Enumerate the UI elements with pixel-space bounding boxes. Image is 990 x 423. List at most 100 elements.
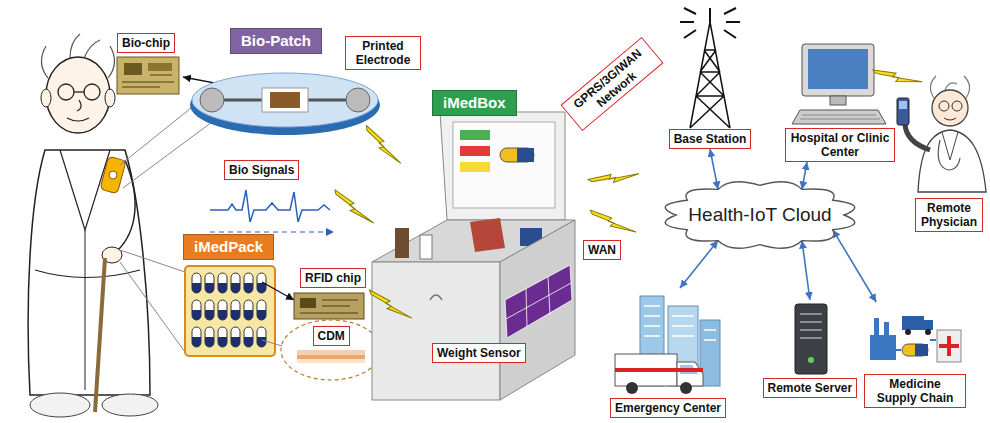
lightning-bolt bbox=[873, 60, 923, 91]
base-station-tower-part bbox=[709, 8, 711, 22]
physician-figure-part bbox=[899, 101, 907, 109]
server-icon-part bbox=[795, 304, 827, 374]
emergency-center-icon-part bbox=[680, 382, 692, 394]
old-man-figure-part bbox=[41, 89, 51, 107]
cdm-callout-part bbox=[297, 355, 365, 359]
pill bbox=[218, 327, 227, 347]
supply-chain-icon-part bbox=[874, 318, 879, 335]
icon-area bbox=[665, 4, 755, 129]
bio-patch-disk-part bbox=[346, 88, 370, 112]
double-arrow bbox=[833, 230, 876, 302]
bio-patch-disk-part bbox=[262, 88, 308, 112]
old-man-figure-part bbox=[123, 122, 212, 188]
old-man-figure-part bbox=[35, 270, 140, 278]
emergency-center-icon-part bbox=[626, 382, 638, 394]
double-arrow bbox=[680, 241, 718, 288]
rfid-chip-image-part bbox=[300, 300, 358, 313]
computer-icon-part bbox=[808, 49, 868, 89]
ecg-wave-part bbox=[326, 228, 334, 236]
callout-box: Weight Sensor bbox=[432, 343, 526, 363]
old-man-figure-part bbox=[120, 250, 185, 272]
pill bbox=[205, 273, 214, 293]
pill bbox=[231, 337, 240, 347]
physician-figure-part bbox=[942, 132, 958, 160]
old-man-figure-part bbox=[60, 150, 110, 230]
supply-chain-icon-part bbox=[884, 322, 889, 335]
pill bbox=[244, 337, 253, 347]
pill bbox=[218, 283, 227, 293]
supply-chain-icon-part bbox=[896, 340, 936, 350]
node-label: Printed Electrode bbox=[350, 39, 416, 67]
old-man-figure-part bbox=[28, 150, 150, 395]
cdm-callout-part bbox=[262, 340, 282, 346]
server-icon bbox=[795, 304, 827, 374]
computer-icon-part bbox=[830, 96, 846, 105]
pill bbox=[257, 337, 266, 347]
cloud-node: Health-IoT Cloud bbox=[660, 178, 860, 252]
pill bbox=[231, 273, 240, 293]
cdm-callout bbox=[262, 320, 381, 380]
ecg-wave-part bbox=[210, 231, 326, 232]
imedbox-illustration-part bbox=[500, 148, 534, 162]
base-station-tower-part bbox=[690, 22, 730, 128]
imedbox-illustration bbox=[372, 112, 575, 400]
computer-icon-part bbox=[792, 110, 886, 124]
pill-pack-part bbox=[185, 266, 275, 356]
lightning-bolt bbox=[366, 290, 415, 318]
pill bbox=[244, 283, 253, 293]
title-tag: iMedBox bbox=[432, 90, 517, 116]
base-station-node: Base Station bbox=[665, 4, 755, 149]
icon-area bbox=[865, 302, 965, 374]
rfid-chip-image-part bbox=[300, 298, 316, 308]
callout-box: Printed Electrode bbox=[345, 36, 421, 70]
imedbox-illustration-part bbox=[460, 146, 490, 156]
node-label: GPRS/3G/WAN Network bbox=[566, 42, 658, 125]
physician-figure-part bbox=[944, 118, 956, 120]
cdm-callout-part bbox=[297, 359, 365, 363]
supply-chain-icon-part bbox=[902, 344, 928, 356]
pill bbox=[205, 283, 214, 293]
server-icon-part bbox=[800, 314, 822, 338]
bio-chip-image-part bbox=[124, 63, 142, 75]
node-label: Remote Physician bbox=[919, 201, 979, 229]
supply-chain-node: Medicine Supply Chain bbox=[864, 302, 966, 408]
imedbox-illustration-part bbox=[460, 162, 490, 172]
title-tag: Bio-Patch bbox=[230, 28, 322, 54]
pill bbox=[218, 337, 227, 347]
physician-figure-part bbox=[918, 130, 986, 192]
old-man-figure-part bbox=[85, 230, 86, 390]
emergency-node: Emergency Center bbox=[608, 288, 728, 418]
node-label: Base Station bbox=[669, 129, 752, 149]
imedbox-illustration-part bbox=[440, 112, 565, 220]
callout-box: WAN bbox=[583, 240, 621, 260]
node-label: Medicine Supply Chain bbox=[864, 374, 966, 408]
old-man-figure-part bbox=[41, 34, 114, 78]
ecg-wave bbox=[210, 190, 334, 236]
old-man-figure-part bbox=[46, 57, 110, 133]
bio-chip-image-part bbox=[122, 75, 174, 87]
bio-chip-image-part bbox=[117, 57, 179, 94]
lightning-bolt bbox=[358, 126, 409, 164]
ecg-wave-part bbox=[210, 190, 330, 222]
emergency-center-icon-part bbox=[615, 368, 703, 372]
physician-figure bbox=[897, 76, 986, 192]
pill bbox=[218, 273, 227, 293]
pill bbox=[192, 273, 201, 293]
pill bbox=[218, 300, 227, 320]
emergency-center-icon-part bbox=[677, 362, 703, 386]
server-node: Remote Server bbox=[763, 300, 858, 398]
physician-figure-part bbox=[897, 98, 909, 125]
base-station-tower bbox=[680, 8, 740, 128]
pill bbox=[244, 273, 253, 293]
physician-figure-part bbox=[939, 101, 949, 111]
imedbox-illustration-part bbox=[500, 220, 575, 400]
supply-chain-icon-part bbox=[902, 316, 924, 330]
imedbox-illustration-part bbox=[517, 148, 534, 162]
emergency-center-icon bbox=[615, 296, 720, 394]
old-man-figure-part bbox=[58, 84, 74, 100]
pill bbox=[218, 310, 227, 320]
server-icon-part bbox=[808, 357, 814, 363]
old-man-figure-part bbox=[67, 100, 89, 121]
icon-area bbox=[795, 40, 885, 128]
node-label: Bio-chip bbox=[122, 36, 170, 50]
